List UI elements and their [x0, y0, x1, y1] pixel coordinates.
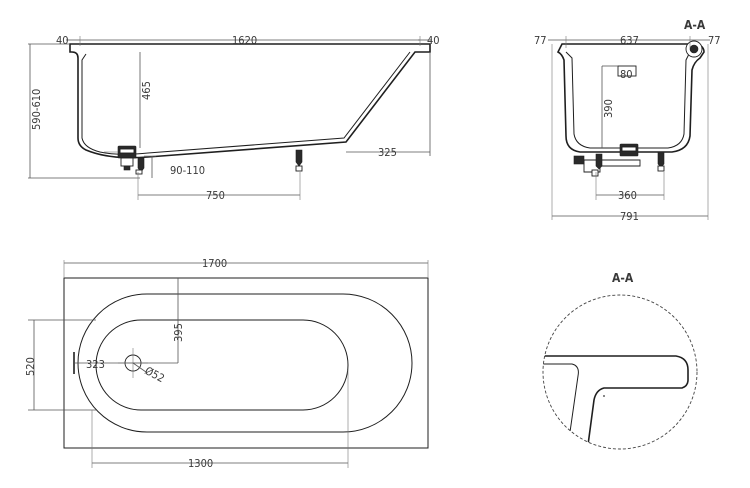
plan-view: 1700 520 395 323 Ø52 1300	[24, 257, 429, 470]
section-title: A-A	[684, 18, 706, 32]
side-tub-inner-profile	[81, 51, 411, 155]
side-dim-rim-left: 40	[56, 34, 69, 47]
side-dim-length: 1620	[232, 34, 257, 47]
side-view: 40 1620 40 590-610 465 90-110 325 750	[28, 34, 440, 202]
plan-outer-rectangle	[63, 277, 429, 449]
section-dim-inner-width: 637	[620, 34, 639, 47]
side-leg-left	[137, 157, 145, 173]
section-dim-rim-right: 77	[708, 34, 721, 47]
section-dim-depth: 390	[602, 99, 615, 118]
plan-dim-inner-length: 1300	[188, 457, 213, 470]
side-leg-middle	[295, 149, 303, 167]
section-drain-assembly	[573, 143, 641, 177]
detail-view: A-A	[542, 271, 698, 450]
detail-circle	[542, 294, 698, 450]
section-tub-outer	[556, 43, 705, 153]
side-dim-depth: 465	[140, 81, 153, 100]
plan-dim-drain-depth: 395	[172, 323, 185, 342]
section-view: A-A 77 637 77 80	[534, 18, 721, 223]
side-dim-waste-height: 90-110	[170, 164, 205, 177]
section-leg-right	[657, 151, 665, 168]
side-leg-left-foot	[135, 169, 143, 175]
side-tub-outer-profile	[69, 43, 431, 159]
section-overflow-box	[617, 65, 637, 77]
side-leg-middle-foot	[295, 165, 303, 172]
detail-title: A-A	[612, 271, 634, 285]
plan-dim-drain-offset: 323	[86, 358, 105, 371]
side-dim-slope-end: 325	[378, 146, 397, 159]
side-dim-height: 590-610	[30, 89, 43, 130]
section-dim-total-width: 791	[620, 210, 639, 223]
plan-dim-drain-diameter: Ø52	[143, 364, 167, 385]
side-dim-feet-span: 750	[206, 189, 225, 202]
plan-inner-oval	[95, 319, 349, 411]
section-dim-drain-box: 80	[620, 68, 633, 81]
section-leg-left	[595, 153, 603, 170]
plan-dim-length: 1700	[202, 257, 227, 270]
detail-inner-profile	[543, 363, 579, 449]
section-dim-rim-left: 77	[534, 34, 547, 47]
detail-rim-profile	[543, 355, 689, 449]
plan-dim-width: 520	[24, 357, 37, 376]
side-dim-rim-right: 40	[427, 34, 440, 47]
section-dim-feet-span: 360	[618, 189, 637, 202]
side-drain-assembly	[104, 145, 137, 171]
